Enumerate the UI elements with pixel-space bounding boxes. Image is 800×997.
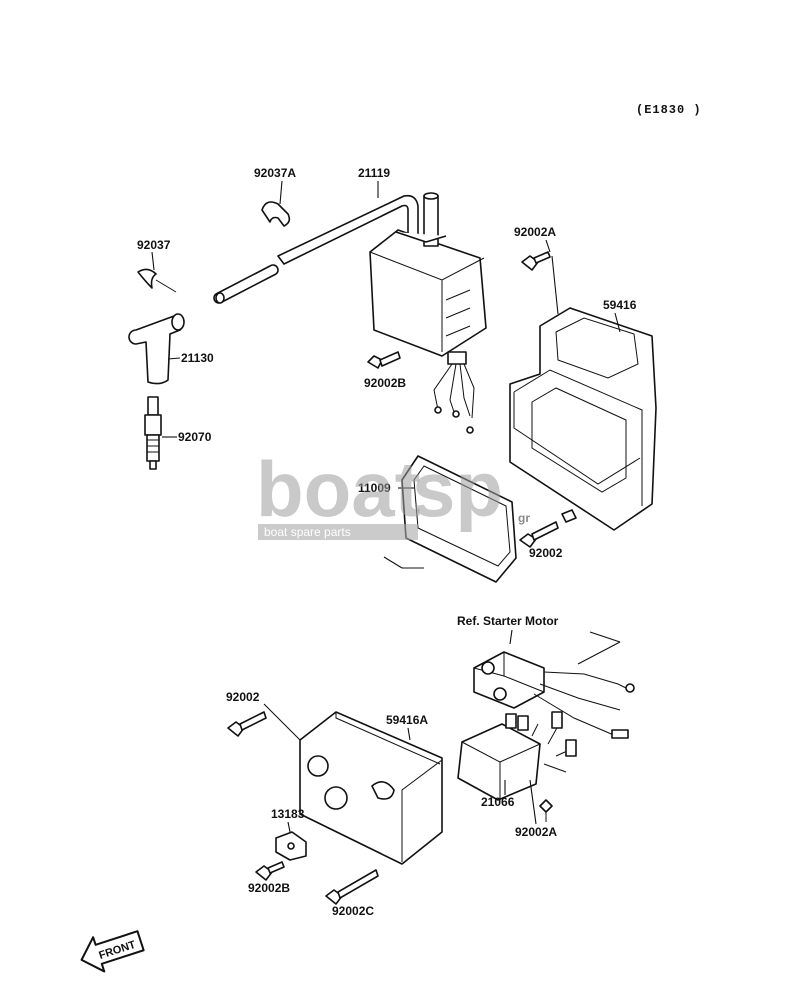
case-59416 [509, 307, 657, 531]
gasket-11009 [401, 455, 517, 583]
bolt-92002B-mid [367, 351, 401, 369]
bolt-92002-mid [519, 509, 577, 548]
front-arrow-icon: FRONT [80, 930, 145, 973]
label-21119: 21119 [358, 166, 390, 180]
label-92002A-top: 92002A [514, 225, 556, 239]
label-92037A: 92037A [254, 166, 296, 180]
bolt-92002A-low [539, 799, 553, 822]
spark-plug-92070 [144, 396, 162, 470]
label-92002B-low: 92002B [248, 881, 290, 895]
label-92037: 92037 [137, 238, 171, 252]
label-92002C: 92002C [332, 904, 374, 918]
bolt-92002B-low [255, 861, 285, 881]
bolt-92002A-top [521, 251, 551, 271]
label-92002-left: 92002 [226, 690, 260, 704]
label-11009: 11009 [358, 481, 391, 495]
starter-relay [473, 651, 635, 739]
ignition-coil [369, 192, 487, 434]
label-92002A-low: 92002A [515, 825, 557, 839]
watermark-logo: boat sp gr boat spare parts [256, 445, 530, 540]
bolt-92002C [325, 869, 379, 905]
watermark-brand-b: sp [412, 445, 503, 533]
watermark-brand-a: boat [256, 445, 421, 533]
label-92002B-mid: 92002B [364, 376, 406, 390]
label-59416A: 59416A [386, 713, 428, 727]
starter-ref-label: Ref. Starter Motor [457, 614, 559, 628]
plate-13183 [275, 831, 307, 861]
clip-92037 [137, 268, 177, 293]
regulator-21066 [457, 711, 577, 801]
bolt-92002-left [227, 711, 267, 737]
cover-59416A [299, 711, 443, 865]
label-59416: 59416 [603, 298, 637, 312]
clamp-92037A [261, 201, 291, 227]
watermark-tagline: boat spare parts [264, 525, 351, 539]
tube-21119 [213, 194, 419, 304]
label-13183: 13183 [271, 807, 305, 821]
label-92070: 92070 [178, 430, 212, 444]
diagram-code: (E1830 ) [636, 103, 702, 117]
label-21130: 21130 [181, 351, 214, 365]
label-92002-mid: 92002 [529, 546, 563, 560]
label-21066: 21066 [481, 795, 515, 809]
plug-cap-21130 [128, 313, 185, 385]
watermark-suffix: gr [518, 511, 530, 525]
